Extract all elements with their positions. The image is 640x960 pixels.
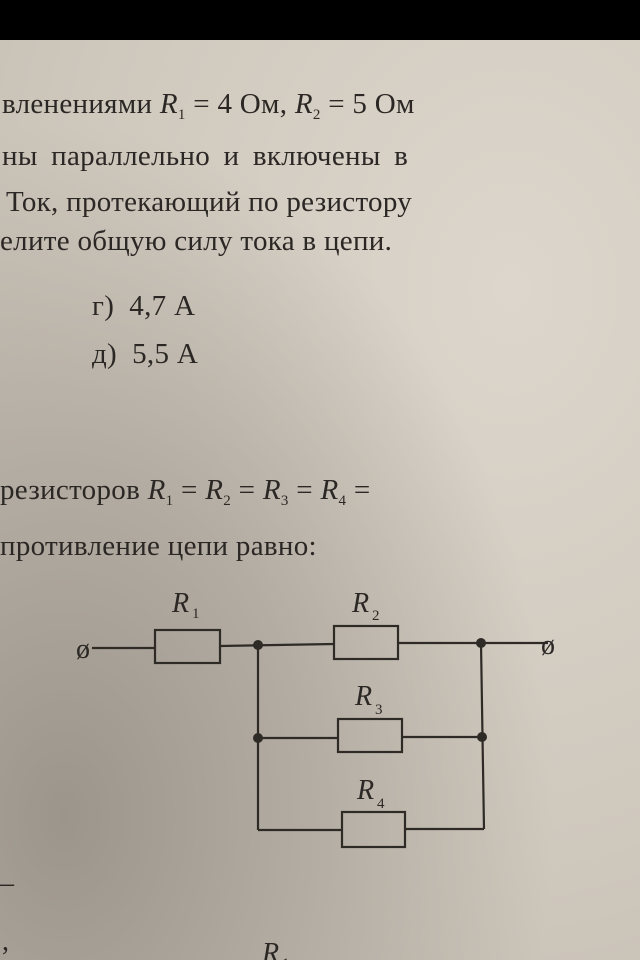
junction-node: [253, 733, 263, 743]
problem2-line1: резисторов R1 = R2 = R3 = R4 =: [0, 474, 371, 509]
svg-text:3: 3: [375, 702, 383, 718]
r1-symbol: R1: [159, 88, 186, 123]
label-r1: R: [171, 588, 189, 619]
terminal-left: ø: [76, 634, 90, 665]
problem1-line3: Ток, протекающий по резистору: [6, 186, 413, 218]
svg-text:1: 1: [192, 606, 200, 622]
svg-text:4: 4: [377, 796, 385, 812]
r2-value: = 5 Ом: [328, 88, 415, 120]
junction-node: [476, 638, 486, 648]
r1-value: = 4 Ом,: [193, 88, 288, 120]
answer-option-g: г) 4,7 А: [92, 290, 196, 322]
label-r3: R: [354, 681, 372, 712]
partial-label-r1: R: [261, 938, 279, 960]
resistor-r1: [153, 628, 222, 665]
junction-node: [477, 732, 487, 742]
problem2-line2: противление цепи равно:: [0, 530, 317, 562]
label-r2: R: [351, 588, 369, 619]
r2-symbol: R2: [294, 88, 321, 123]
svg-text:1: 1: [282, 956, 290, 960]
problem1-line2: ны параллельно и включены в: [2, 140, 409, 172]
problem1-line4: елите общую силу тока в цепи.: [0, 225, 393, 257]
label-r4: R: [356, 775, 374, 806]
resistor-r3: [336, 717, 404, 754]
wire: [219, 642, 335, 648]
resistor-r2: [332, 624, 400, 661]
partial-dash: –: [0, 868, 15, 899]
top-black-bar: [0, 0, 640, 40]
partial-comma: ,: [2, 926, 9, 957]
junction-node: [253, 640, 263, 650]
resistor-r4: [340, 810, 407, 849]
svg-text:2: 2: [372, 608, 380, 624]
text: вленениями: [2, 88, 153, 120]
answer-option-d: д) 5,5 А: [92, 338, 199, 370]
terminal-right: ø: [541, 630, 555, 661]
problem1-line1: вленениями R1 = 4 Ом, R2 = 5 Ом: [2, 88, 415, 124]
